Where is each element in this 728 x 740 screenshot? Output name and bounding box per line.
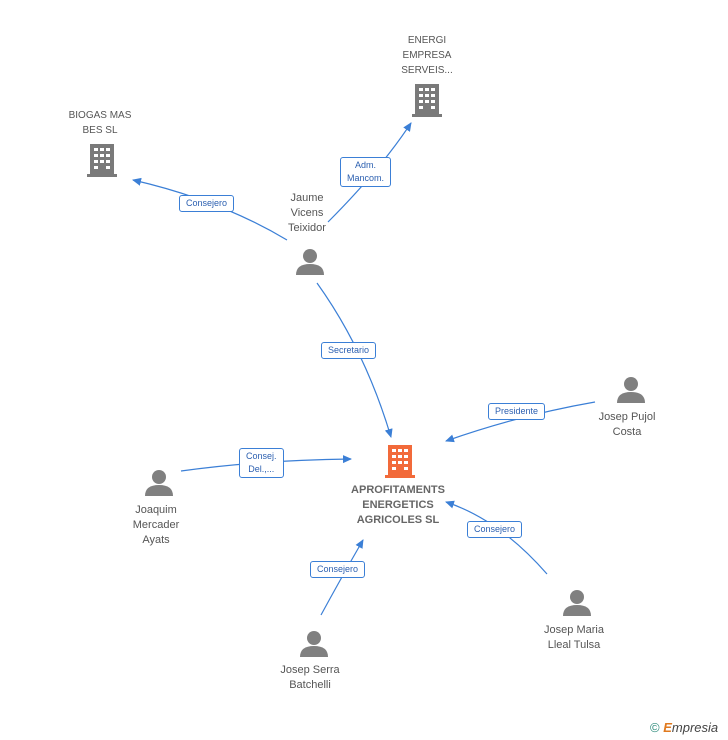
edge-label-consejero-serra: Consejero [310,561,366,578]
node-label-main-company[interactable]: APROFITAMENTS ENERGETICS AGRICOLES SL [351,484,445,526]
empresia-watermark: © Empresia [650,720,718,735]
edge-label-consejero-lleal: Consejero [467,521,523,538]
edge-serra-main [320,539,364,616]
node-label-joaquim[interactable]: Joaquim Mercader Ayats [132,504,180,546]
node-label-biogas[interactable]: BIOGAS MAS BES SL [68,110,132,136]
edge-label-consej-del: Consej. Del.,... [239,448,284,478]
edge-label-presidente: Presidente [488,403,546,420]
edge-label-consejero-biogas: Consejero [179,195,235,212]
node-label-josep-maria[interactable]: Josep Maria Lleal Tulsa [544,624,604,651]
edge-jaume-main [316,282,393,438]
brand-initial: E [663,720,672,735]
brand-name: mpresia [671,720,719,735]
node-label-energi[interactable]: ENERGI EMPRESA SERVEIS... [401,35,453,76]
person-icon-josep-pujol[interactable] [617,377,645,403]
building-icon-main-company[interactable] [385,445,415,478]
person-icon-josep-serra[interactable] [300,631,328,657]
node-label-jaume[interactable]: Jaume Vicens Teixidor [288,192,326,234]
person-icon-josep-maria[interactable] [563,590,591,616]
copyright-symbol: © [650,720,660,735]
building-icon-energi[interactable] [412,84,442,117]
person-icon-jaume[interactable] [296,249,324,275]
edge-label-adm-mancom: Adm. Mancom. [340,157,392,187]
building-icon-biogas[interactable] [87,144,117,177]
edge-label-secretario: Secretario [321,342,377,359]
node-label-josep-serra[interactable]: Josep Serra Batchelli [280,664,340,691]
person-icon-joaquim[interactable] [145,470,173,496]
node-label-josep-pujol[interactable]: Josep Pujol Costa [598,411,656,438]
edge-lleal-main [445,500,548,575]
